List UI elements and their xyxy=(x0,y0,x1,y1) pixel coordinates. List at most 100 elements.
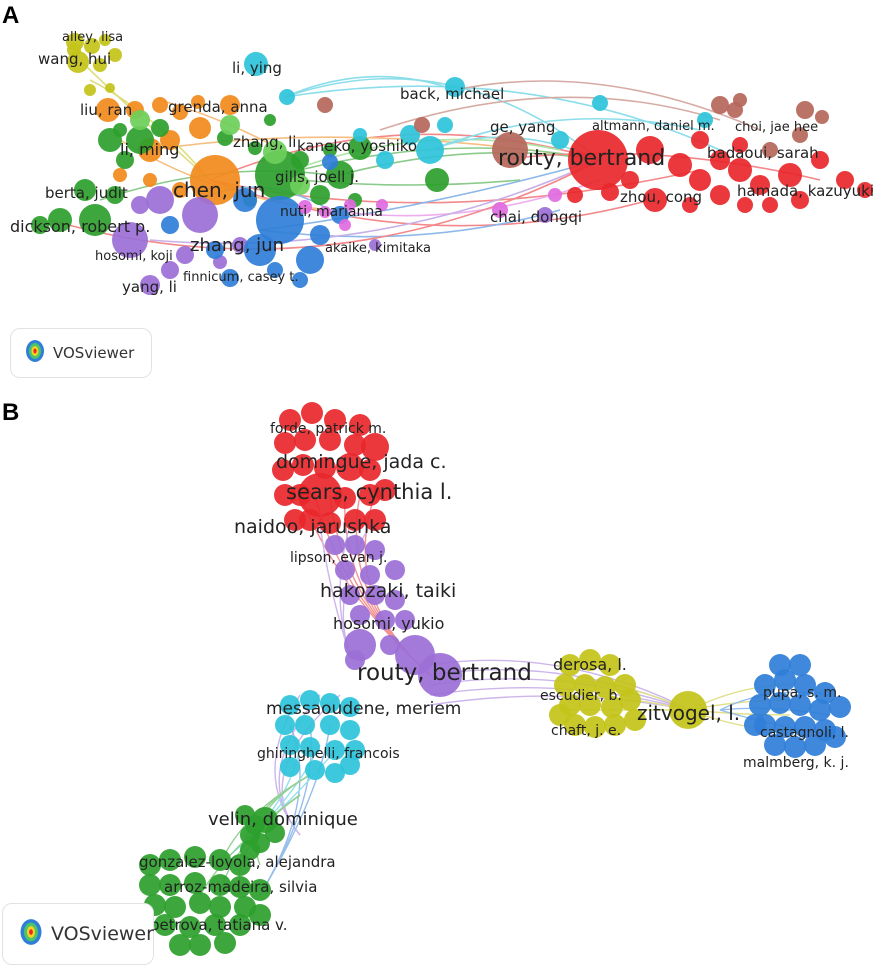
node-cyan[interactable] xyxy=(280,735,300,755)
node-yellow[interactable] xyxy=(554,674,576,696)
node-purple[interactable] xyxy=(369,239,381,251)
node-yellow[interactable] xyxy=(579,649,601,671)
node-blue[interactable] xyxy=(754,674,776,696)
node-yellow[interactable] xyxy=(624,709,646,731)
node-red[interactable] xyxy=(274,484,296,506)
node-red[interactable] xyxy=(750,175,770,195)
node-brown[interactable] xyxy=(317,97,333,113)
node-red[interactable] xyxy=(324,409,346,431)
node-green[interactable] xyxy=(248,141,262,155)
node-purple[interactable] xyxy=(176,246,194,264)
node-red[interactable] xyxy=(279,409,301,431)
label-back-michael[interactable]: back, michael xyxy=(400,85,504,103)
node-blue[interactable] xyxy=(794,716,816,738)
node-green[interactable] xyxy=(48,208,72,232)
node-brown[interactable] xyxy=(733,93,747,107)
node-red[interactable] xyxy=(728,158,752,182)
label-choi-jae-hee[interactable]: choi, jae hee xyxy=(735,120,818,135)
node-purple[interactable] xyxy=(365,540,385,560)
node-red[interactable] xyxy=(334,487,356,509)
node-yellow[interactable] xyxy=(574,674,596,696)
label-zhang-li[interactable]: zhang, li xyxy=(233,133,296,151)
node-red[interactable] xyxy=(364,509,386,531)
label-dickson-robert-p[interactable]: dickson, robert p. xyxy=(10,217,150,236)
node-orange[interactable] xyxy=(172,182,188,198)
node-blue[interactable] xyxy=(789,694,811,716)
node-cyan[interactable] xyxy=(400,125,420,145)
node-yellow[interactable] xyxy=(105,83,115,93)
label-castagnoli-l[interactable]: castagnoli, l. xyxy=(760,725,849,741)
node-purple[interactable] xyxy=(380,635,400,655)
node-brown[interactable] xyxy=(414,117,430,133)
node-yellow[interactable] xyxy=(619,689,641,711)
node-green[interactable] xyxy=(291,151,309,169)
node-green[interactable] xyxy=(184,846,206,868)
label-escudier-b[interactable]: escudier, b. xyxy=(540,688,622,704)
node-cyan[interactable] xyxy=(320,693,340,713)
label-chaft-j-e[interactable]: chaft, j. e. xyxy=(551,723,621,739)
label-li-ming[interactable]: li, ming xyxy=(120,140,179,159)
node-lightgreen[interactable] xyxy=(263,140,287,164)
node-green[interactable] xyxy=(74,179,96,201)
node-blue[interactable] xyxy=(814,682,836,704)
label-wang-hui[interactable]: wang, hui xyxy=(38,50,111,68)
node-green[interactable] xyxy=(323,143,337,157)
node-blue[interactable] xyxy=(206,241,224,259)
node-blue[interactable] xyxy=(769,692,791,714)
node-blue[interactable] xyxy=(296,246,324,274)
node-yellow[interactable] xyxy=(93,58,107,72)
label-zhang-jun[interactable]: zhang, jun xyxy=(190,235,284,256)
label-chen-jun[interactable]: chen, jun xyxy=(173,178,265,202)
node-green[interactable] xyxy=(209,849,231,871)
node-blue[interactable] xyxy=(292,272,308,288)
node-red[interactable] xyxy=(601,183,619,201)
label-nuti-marianna[interactable]: nuti, marianna xyxy=(280,204,383,220)
node-blue[interactable] xyxy=(244,234,276,266)
node-blue[interactable] xyxy=(161,216,179,234)
node-red[interactable] xyxy=(349,414,371,436)
label-akaike-kimitaka[interactable]: akaike, kimitaka xyxy=(325,241,431,256)
label-ghiringhelli-francois[interactable]: ghiringhelli, francois xyxy=(257,746,400,762)
node-green[interactable] xyxy=(139,854,161,876)
node-red[interactable] xyxy=(689,169,711,191)
node-yellow[interactable] xyxy=(84,38,100,54)
node-green[interactable] xyxy=(159,849,181,871)
node-purple[interactable] xyxy=(335,560,355,580)
node-green[interactable] xyxy=(229,914,251,936)
label-altmann-daniel-m[interactable]: altmann, daniel m. xyxy=(592,119,715,134)
node-purple[interactable] xyxy=(365,585,385,605)
node-red[interactable] xyxy=(643,188,667,212)
node-red[interactable] xyxy=(336,453,364,481)
node-purple[interactable] xyxy=(161,261,179,279)
node-red[interactable] xyxy=(294,429,316,451)
node-green[interactable] xyxy=(116,151,134,169)
node-green[interactable] xyxy=(169,934,191,956)
node-pink[interactable] xyxy=(339,219,351,231)
label-arroz-madeira-silvia[interactable]: arroz-madeira, silvia xyxy=(164,878,317,896)
node-red[interactable] xyxy=(668,153,692,177)
label-sears-cynthia-l[interactable]: sears, cynthia l. xyxy=(286,480,452,504)
node-orange[interactable] xyxy=(143,173,157,187)
node-brown[interactable] xyxy=(711,96,729,114)
node-purple[interactable] xyxy=(345,535,365,555)
node-purple[interactable] xyxy=(140,275,160,295)
label-lipson-evan-j[interactable]: lipson, evan j. xyxy=(290,550,387,566)
node-blue[interactable] xyxy=(221,269,239,287)
label-routy-bertrand[interactable]: routy, bertrand xyxy=(498,146,665,171)
node-green[interactable] xyxy=(348,136,372,160)
node-red[interactable] xyxy=(298,473,342,517)
node-pink[interactable] xyxy=(298,200,312,214)
node-blue[interactable] xyxy=(824,726,846,748)
node-cyan[interactable] xyxy=(376,151,394,169)
node-green[interactable] xyxy=(189,892,211,914)
node-green[interactable] xyxy=(204,914,226,936)
node-red[interactable] xyxy=(621,171,639,189)
node-cyan[interactable] xyxy=(275,715,295,735)
node-cyan[interactable] xyxy=(445,77,465,97)
label-petrova-tatiana-v[interactable]: petrova, tatiana v. xyxy=(150,916,288,934)
label-hamada-kazuyuki[interactable]: hamada, kazuyuki xyxy=(737,182,874,200)
node-brown[interactable] xyxy=(762,142,778,158)
node-red[interactable] xyxy=(710,185,730,205)
node-brown[interactable] xyxy=(792,127,808,143)
node-orange[interactable] xyxy=(172,104,188,120)
